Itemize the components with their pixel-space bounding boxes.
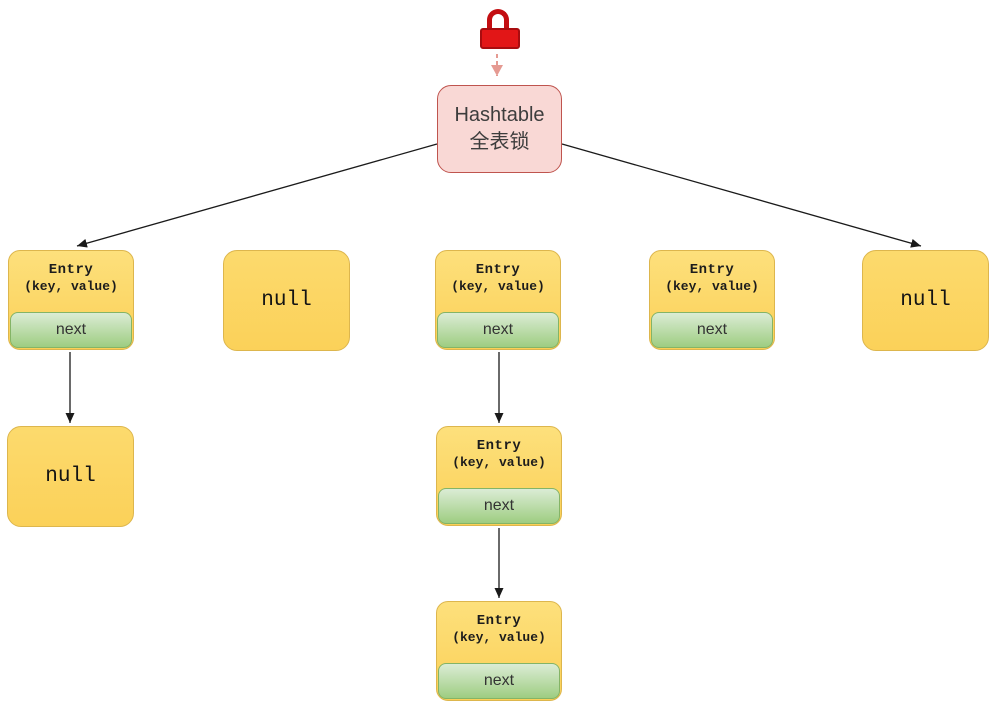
lock-shackle [487,9,509,28]
bucket3-child2-entry-node: Entry (key, value) next [436,601,562,701]
entry-title: Entry [48,262,94,278]
null-label: null [45,465,96,488]
bucket5-null-node: null [862,250,989,351]
null-label: null [261,289,312,312]
entry-subtitle: (key, value) [452,630,546,645]
entry-title: Entry [689,262,735,278]
next-pointer: next [651,312,773,348]
entry-title: Entry [476,438,522,454]
null-label: null [900,289,951,312]
arrow-root-to-bucket5 [561,143,922,248]
entry-title: Entry [475,262,521,278]
bucket4-entry-node: Entry (key, value) next [649,250,775,350]
entry-subtitle: (key, value) [451,279,545,294]
root-subtitle: 全表锁 [469,131,530,153]
arrow-root-to-bucket1 [76,143,438,248]
entry-subtitle: (key, value) [452,455,546,470]
hashtable-root-node: Hashtable 全表锁 [437,85,562,173]
next-pointer: next [438,488,560,524]
next-pointer: next [437,312,559,348]
bucket1-entry-node: Entry (key, value) next [8,250,134,350]
entry-subtitle: (key, value) [665,279,759,294]
bucket2-null-node: null [223,250,350,351]
bucket3-child1-entry-node: Entry (key, value) next [436,426,562,526]
entry-title: Entry [476,613,522,629]
entry-subtitle: (key, value) [24,279,118,294]
next-pointer: next [10,312,132,348]
root-title: Hashtable [454,104,545,126]
bucket1-child-null-node: null [7,426,134,527]
next-pointer: next [438,663,560,699]
bucket3-entry-node: Entry (key, value) next [435,250,561,350]
lock-body [480,28,520,49]
lock-icon [480,9,520,49]
